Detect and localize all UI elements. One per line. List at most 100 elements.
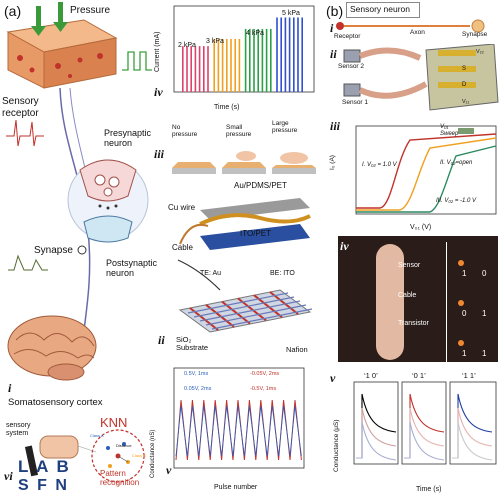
panel-vi-roman: vi — [4, 469, 13, 483]
current-pulse — [186, 46, 188, 92]
spike-train — [6, 119, 44, 147]
sio2-label: SiO₂ Substrate — [176, 335, 209, 353]
current-pulse — [297, 17, 299, 92]
current-pulse — [238, 38, 241, 92]
current-pulse — [234, 38, 236, 92]
conductance-trace — [404, 407, 445, 459]
cortex-label: Somatosensory cortex — [8, 397, 103, 408]
knn-illustration — [24, 429, 145, 483]
conductance-trace — [356, 407, 397, 459]
curve-i — [356, 133, 497, 209]
code-2a: 0 — [462, 309, 467, 318]
state-large: Large pressure — [272, 120, 298, 135]
presynaptic-label: Presynaptic neuron — [104, 128, 152, 149]
cable-line — [177, 259, 221, 291]
current-pulse — [276, 17, 278, 92]
synapse-b-label: Synapse — [462, 31, 488, 38]
panel-a-roman-i: i — [8, 381, 12, 395]
state-no: No pressure — [172, 124, 198, 139]
pressure-label: Pressure — [70, 5, 111, 16]
ito-pet-label: ITO/PET — [240, 229, 271, 238]
sensory-system-label: sensory system — [6, 422, 31, 438]
conductance-trace — [452, 393, 493, 459]
axon-label: Axon — [410, 29, 425, 36]
current-pulse — [190, 46, 192, 92]
cu-wire-label: Cu wire — [168, 203, 196, 212]
postsynaptic-label: Postsynaptic neuron — [106, 258, 158, 279]
postsynaptic-signal — [8, 254, 48, 271]
code-3a: 1 — [462, 349, 467, 358]
current-pulse — [217, 38, 220, 92]
panel-iv-roman: iv — [154, 85, 163, 99]
class-a-label: Class A — [90, 433, 104, 438]
sensor2-device — [343, 47, 422, 63]
sensor1-label: Sensor 1 — [342, 99, 369, 106]
current-pulse — [270, 28, 272, 92]
d-label: D — [462, 82, 467, 88]
code-2b: 1 — [482, 309, 487, 318]
bv-label-2: ‘0 1’ — [412, 371, 426, 380]
bv-label-3: ‘1 1’ — [462, 371, 476, 380]
panel-v-roman: v — [166, 463, 172, 477]
distance-label: Distance — [116, 443, 132, 448]
current-pulse — [284, 17, 287, 92]
current-pulse — [194, 46, 197, 92]
sensor-label: Sensor — [398, 262, 421, 269]
panel-iii-roman: iii — [154, 147, 165, 161]
curve-ii-label: II. V₀₂=open — [440, 160, 473, 166]
code-ball-1 — [458, 260, 464, 266]
conductance-trace — [404, 421, 445, 461]
be-strip — [199, 300, 301, 322]
device-stack — [177, 198, 313, 333]
cable-label: Cable — [172, 243, 193, 252]
knn-title: KNN — [100, 415, 128, 430]
synapse-node — [77, 245, 87, 255]
code-1a: 1 — [462, 269, 467, 278]
state-small: Small pressure — [226, 124, 252, 139]
iv-p1: 2 kPa — [178, 42, 196, 49]
bv-label-1: ‘1 0’ — [364, 371, 378, 380]
current-pulse — [261, 28, 264, 92]
conductance-chart — [173, 367, 305, 469]
panel-ii-roman: ii — [158, 333, 165, 347]
synapse-label: Synapse — [34, 245, 73, 256]
sensory-receptor-label: Sensory receptor — [2, 96, 39, 119]
current-pulse — [203, 46, 205, 92]
conductance-trace — [356, 393, 397, 459]
transistor-label: Transistor — [398, 320, 429, 327]
current-pulse — [249, 28, 251, 92]
be-strip — [205, 304, 307, 326]
panel-b-roman-iv: iv — [340, 239, 349, 253]
conductance-trace — [452, 421, 493, 461]
s-label: S — [462, 66, 467, 72]
current-pulse — [301, 17, 303, 92]
conductance-trace — [356, 421, 397, 461]
brain-illustration — [7, 315, 97, 381]
code-1b: 0 — [482, 269, 487, 278]
panel-a-label: (a) — [4, 3, 22, 19]
v-ylabel-left: Conductance (nS) — [150, 429, 156, 478]
panel-b-roman-i: i — [330, 21, 334, 35]
sensor1-device — [343, 81, 428, 99]
receptor-label: Receptor — [334, 33, 361, 40]
sensory-neuron-title-box — [346, 2, 420, 18]
current-pulse — [221, 38, 224, 92]
b-v-ylabel: Conductance (μS) — [333, 419, 340, 472]
current-pulse — [226, 38, 228, 92]
finger-photo — [338, 236, 498, 362]
pattern-recognition-label: Pattern recognition — [100, 469, 140, 487]
b-iii-xlabel: V₀₁ (V) — [410, 224, 432, 231]
conductance-trace — [452, 407, 493, 459]
pressure-states-strip — [172, 151, 316, 174]
current-pulse — [265, 28, 268, 92]
current-pulse — [280, 17, 282, 92]
class-b-label: Class B — [132, 453, 146, 458]
current-pulse — [182, 46, 184, 92]
vdd1-label: V₁₁ — [462, 99, 470, 105]
current-pulse — [257, 28, 259, 92]
be-label: BE: ITO — [270, 270, 295, 277]
bv-xlabel: Time (s) — [416, 486, 442, 493]
iv-p3: 4 kPa — [246, 30, 264, 37]
transistor-device — [425, 44, 499, 111]
nafion-label: Nafion — [286, 345, 308, 354]
